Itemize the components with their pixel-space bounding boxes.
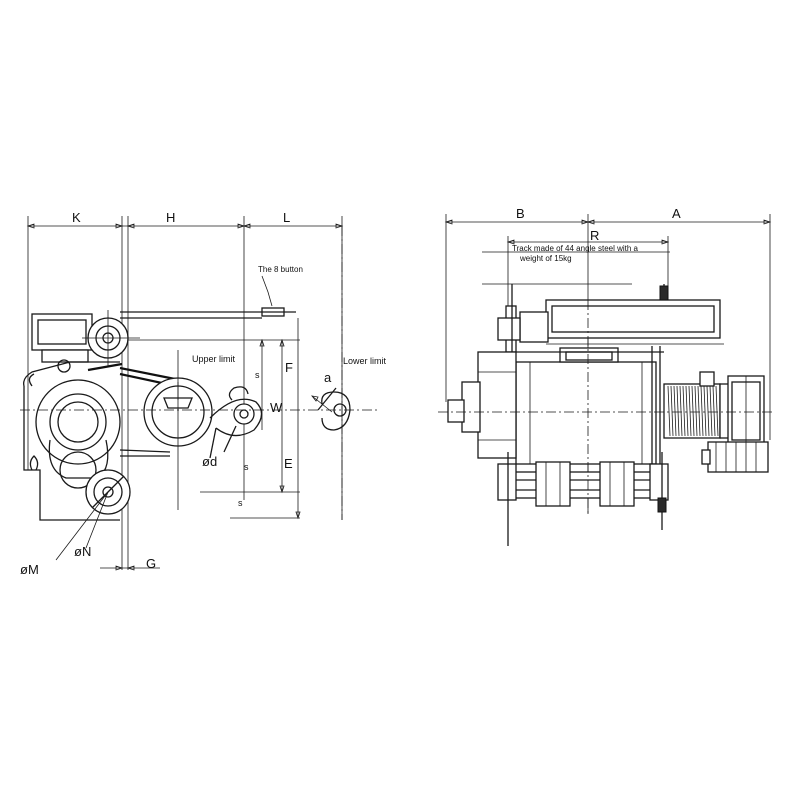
drum-winding <box>712 385 716 437</box>
dim-label-phi-m: øM <box>20 562 39 577</box>
note-track-line1: Track made of 44 angle steel with a <box>512 244 639 253</box>
drum-winding <box>676 385 680 437</box>
drum-winding <box>673 385 677 437</box>
drum-winding <box>679 385 683 437</box>
dim-label-k: K <box>72 210 81 225</box>
drum-winding <box>706 385 710 437</box>
hoist-body <box>515 346 664 472</box>
drum-winding <box>667 385 671 437</box>
dim-label-e: E <box>284 456 293 471</box>
note-lower-limit: Lower limit <box>343 356 387 366</box>
lower-limit-hook <box>311 226 351 520</box>
side-view: K H L The 8 button <box>20 210 387 577</box>
leader-phi-m <box>55 491 109 561</box>
trolley-plate <box>519 299 724 345</box>
note-button: The 8 button <box>258 265 303 274</box>
drum-winding <box>682 385 686 437</box>
note-track-line2: weight of 15kg <box>519 254 572 263</box>
dim-label-l: L <box>283 210 290 225</box>
leader-phi-n <box>85 491 109 549</box>
drum-winding <box>670 385 674 437</box>
dim-label-s-mid: s <box>244 462 249 472</box>
drum-winding <box>691 385 695 437</box>
rope-drum <box>663 371 769 473</box>
drum-winding <box>685 385 689 437</box>
dim-label-phi-n: øN <box>74 544 91 559</box>
dim-label-s-upper: s <box>255 370 260 380</box>
dim-label-s-lower: s <box>238 498 243 508</box>
vertical-dimensions <box>128 318 301 520</box>
lower-trolley <box>497 452 669 546</box>
winding-drum <box>35 379 121 489</box>
middle-pulley <box>143 350 213 510</box>
drum-winding <box>709 385 713 437</box>
dim-label-h: H <box>166 210 175 225</box>
drum-winding <box>715 385 719 437</box>
leader-button <box>261 275 273 307</box>
left-wheel-top <box>497 284 521 356</box>
dim-label-a-front: A <box>672 206 681 221</box>
dim-label-w: W <box>270 400 283 415</box>
top-sheave <box>82 310 140 366</box>
drum-winding <box>700 385 704 437</box>
note-upper-limit: Upper limit <box>192 354 236 364</box>
dim-label-r: R <box>590 228 599 243</box>
dim-label-b: B <box>516 206 525 221</box>
drum-winding <box>688 385 692 437</box>
drum-winding <box>703 385 707 437</box>
drum-winding <box>697 385 701 437</box>
right-wheel-top <box>659 284 669 301</box>
dim-label-f: F <box>285 360 293 375</box>
dim-label-a: a <box>324 370 332 385</box>
hook-block <box>209 386 263 459</box>
end-motor <box>447 351 517 459</box>
dim-label-g: G <box>146 556 156 571</box>
front-view: B A R Track made of 44 angle steel with … <box>438 206 774 546</box>
motor-housing <box>23 313 120 521</box>
dim-label-phi-d: ød <box>202 454 217 469</box>
small-idler <box>57 359 71 373</box>
drum-winding <box>694 385 698 437</box>
